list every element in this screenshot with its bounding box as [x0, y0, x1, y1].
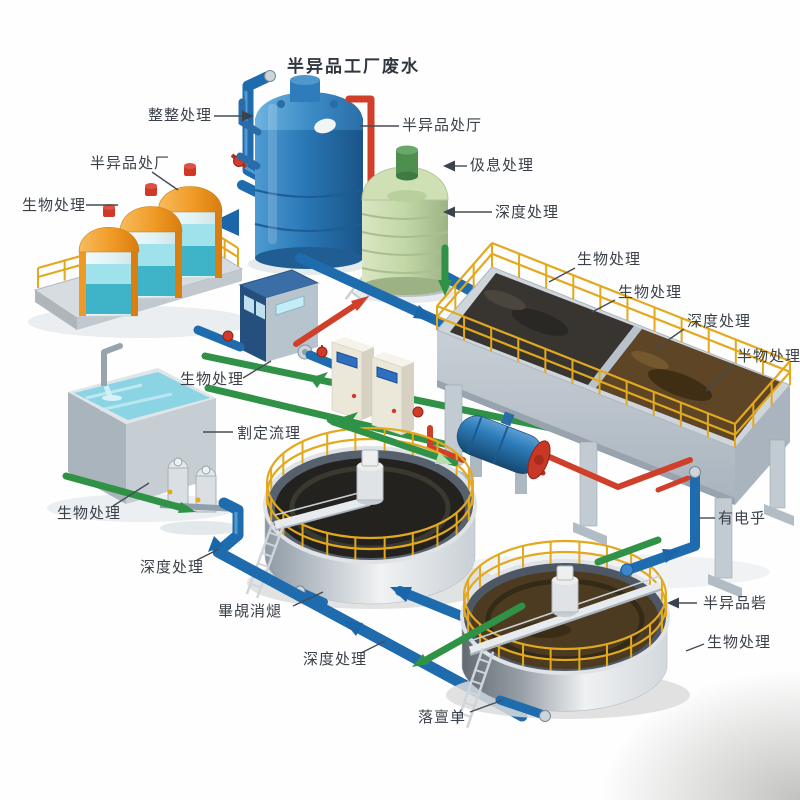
clarifier2-pipes	[412, 466, 701, 667]
window	[244, 295, 254, 314]
green-cross-pipe	[329, 418, 459, 467]
valve-icon	[620, 563, 634, 577]
ladder-icon	[245, 521, 285, 599]
basin-inlet-green	[438, 244, 452, 296]
valve-icon	[222, 330, 234, 342]
valve-icon	[412, 406, 424, 418]
orange-tanks-group	[78, 163, 223, 317]
flow-arrow-left	[210, 209, 239, 236]
mixing-basin	[62, 343, 240, 535]
label-half-basin: 半物处理	[737, 348, 800, 365]
label-deep-mid: 深度处理	[140, 559, 205, 576]
flow-arrow-green	[178, 502, 196, 513]
valve-icon	[316, 346, 328, 358]
label-rest-treatment: 伋息处理	[470, 157, 535, 174]
flow-arrow	[208, 536, 224, 552]
flow-arrow-red	[351, 296, 369, 311]
tank-nameplate	[314, 118, 336, 134]
flow-arrow	[344, 621, 363, 636]
label-bio-center: 生物处理	[180, 371, 245, 388]
label-deep-bottom: 深度处理	[303, 651, 368, 668]
red-pipe-tank	[345, 95, 375, 216]
label-product-plant-tank: 半异品处厅	[402, 117, 483, 134]
control-cabinet	[371, 352, 414, 436]
ladder-icon	[455, 647, 495, 729]
label-drop-note: 落亶单	[418, 709, 467, 726]
leader-lines	[86, 110, 735, 713]
control-cabinets	[310, 337, 414, 436]
label-pretreatment-left: 整整处理	[148, 107, 213, 124]
horizontal-vessel	[412, 406, 693, 494]
label-bio-basin-1: 生物处理	[577, 251, 642, 268]
label-bio-basin-2: 生物处理	[618, 284, 683, 301]
label-bio-left: 生物处理	[22, 197, 87, 214]
flow-arrow-green	[438, 280, 452, 296]
label-electric-note: 有电乎	[718, 510, 767, 527]
clarifier-railing	[265, 426, 475, 560]
clarifier-2	[446, 539, 690, 729]
clarifier-1	[245, 426, 497, 609]
label-deep-green-tank: 深度处理	[495, 204, 560, 221]
label-bio-bottom-left: 生物处理	[57, 505, 122, 522]
window	[256, 301, 265, 320]
bottom-loop-pipe	[208, 497, 528, 722]
blue-tank-group	[236, 75, 364, 269]
walkway-bridge	[273, 496, 372, 529]
label-product-clarifier: 半异品砦	[703, 595, 768, 612]
orange-tank	[78, 204, 140, 317]
basin-railing	[436, 241, 791, 448]
flow-arrow-green	[412, 654, 429, 667]
flow-arrow	[413, 305, 434, 320]
label-clarifier-note: 畢覘消煺	[218, 603, 283, 620]
label-deep-basin: 深度处理	[687, 313, 752, 330]
flow-arrow	[662, 549, 681, 563]
label-bio-bottom-right: 生物处理	[707, 634, 772, 651]
walkway-bridge	[468, 581, 662, 654]
control-cabinet	[331, 337, 374, 421]
label-flow-basin: 割定流理	[237, 425, 302, 442]
drive-motor	[556, 565, 574, 581]
label-factory-wastewater: 半异品工厂废水	[287, 57, 420, 76]
label-product-plant-left: 半异品处厂	[90, 155, 171, 172]
flow-arrow-pale	[435, 452, 452, 464]
drive-motor	[361, 449, 379, 467]
screen	[275, 295, 305, 316]
pump-unit	[159, 457, 240, 535]
flow-arrow-big	[390, 587, 412, 602]
screen	[336, 351, 358, 369]
flow-arrow-green	[310, 372, 328, 388]
screen	[376, 366, 398, 384]
